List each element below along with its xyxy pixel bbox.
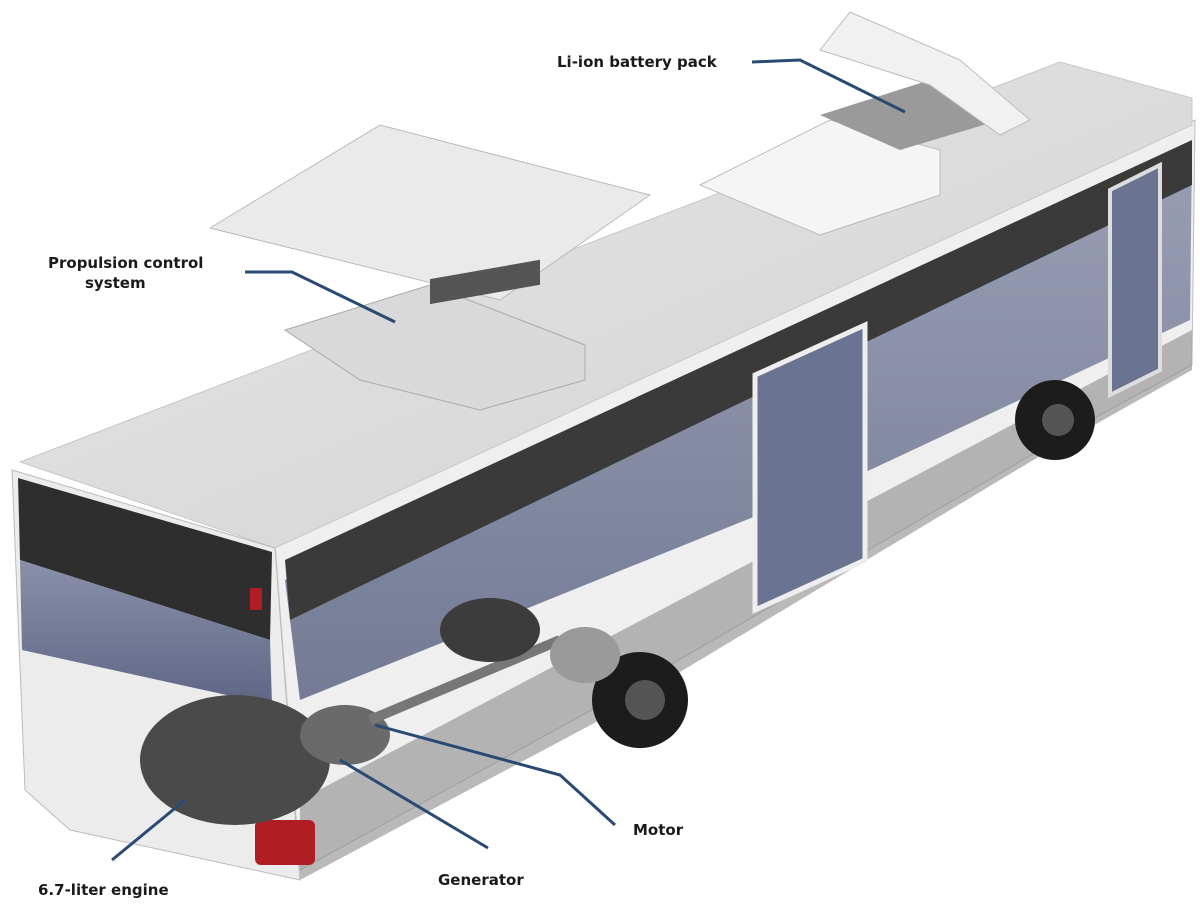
side-marker-light: [250, 588, 262, 610]
leader-battery: [751, 58, 906, 114]
generator-unit: [300, 705, 390, 765]
control-panel: [430, 259, 540, 305]
leader-lines: [111, 58, 906, 862]
label-propulsion: Propulsion control system: [48, 253, 203, 293]
middle-door: [752, 321, 868, 614]
leader-engine: [111, 798, 186, 862]
tail-light: [255, 820, 315, 865]
dark-band: [285, 140, 1192, 620]
rear-axle: [550, 627, 620, 683]
bus-skirt: [300, 330, 1192, 880]
label-battery: Li-ion battery pack: [557, 53, 717, 71]
rear-wheel-hub: [625, 680, 665, 720]
label-engine: 6.7-liter engine: [38, 881, 169, 899]
propulsion-cover-open: [208, 124, 652, 301]
leader-motor: [374, 723, 617, 827]
engine-block: [140, 695, 330, 825]
rear-window: [20, 560, 272, 705]
motor-unit: [440, 598, 540, 662]
label-generator: Generator: [438, 871, 524, 889]
battery-cover-rear: [698, 119, 941, 236]
leader-generator: [339, 758, 489, 850]
battery-cover-open: [819, 11, 1031, 136]
drive-shaft: [368, 635, 562, 725]
label-propulsion-line1: Propulsion control: [48, 254, 204, 272]
rear-window-top: [18, 478, 272, 640]
front-wheel-hub: [1042, 404, 1074, 436]
label-motor: Motor: [633, 821, 684, 839]
leader-propulsion: [245, 270, 396, 324]
label-propulsion-line2: system: [85, 274, 146, 292]
front-door: [1108, 161, 1162, 399]
